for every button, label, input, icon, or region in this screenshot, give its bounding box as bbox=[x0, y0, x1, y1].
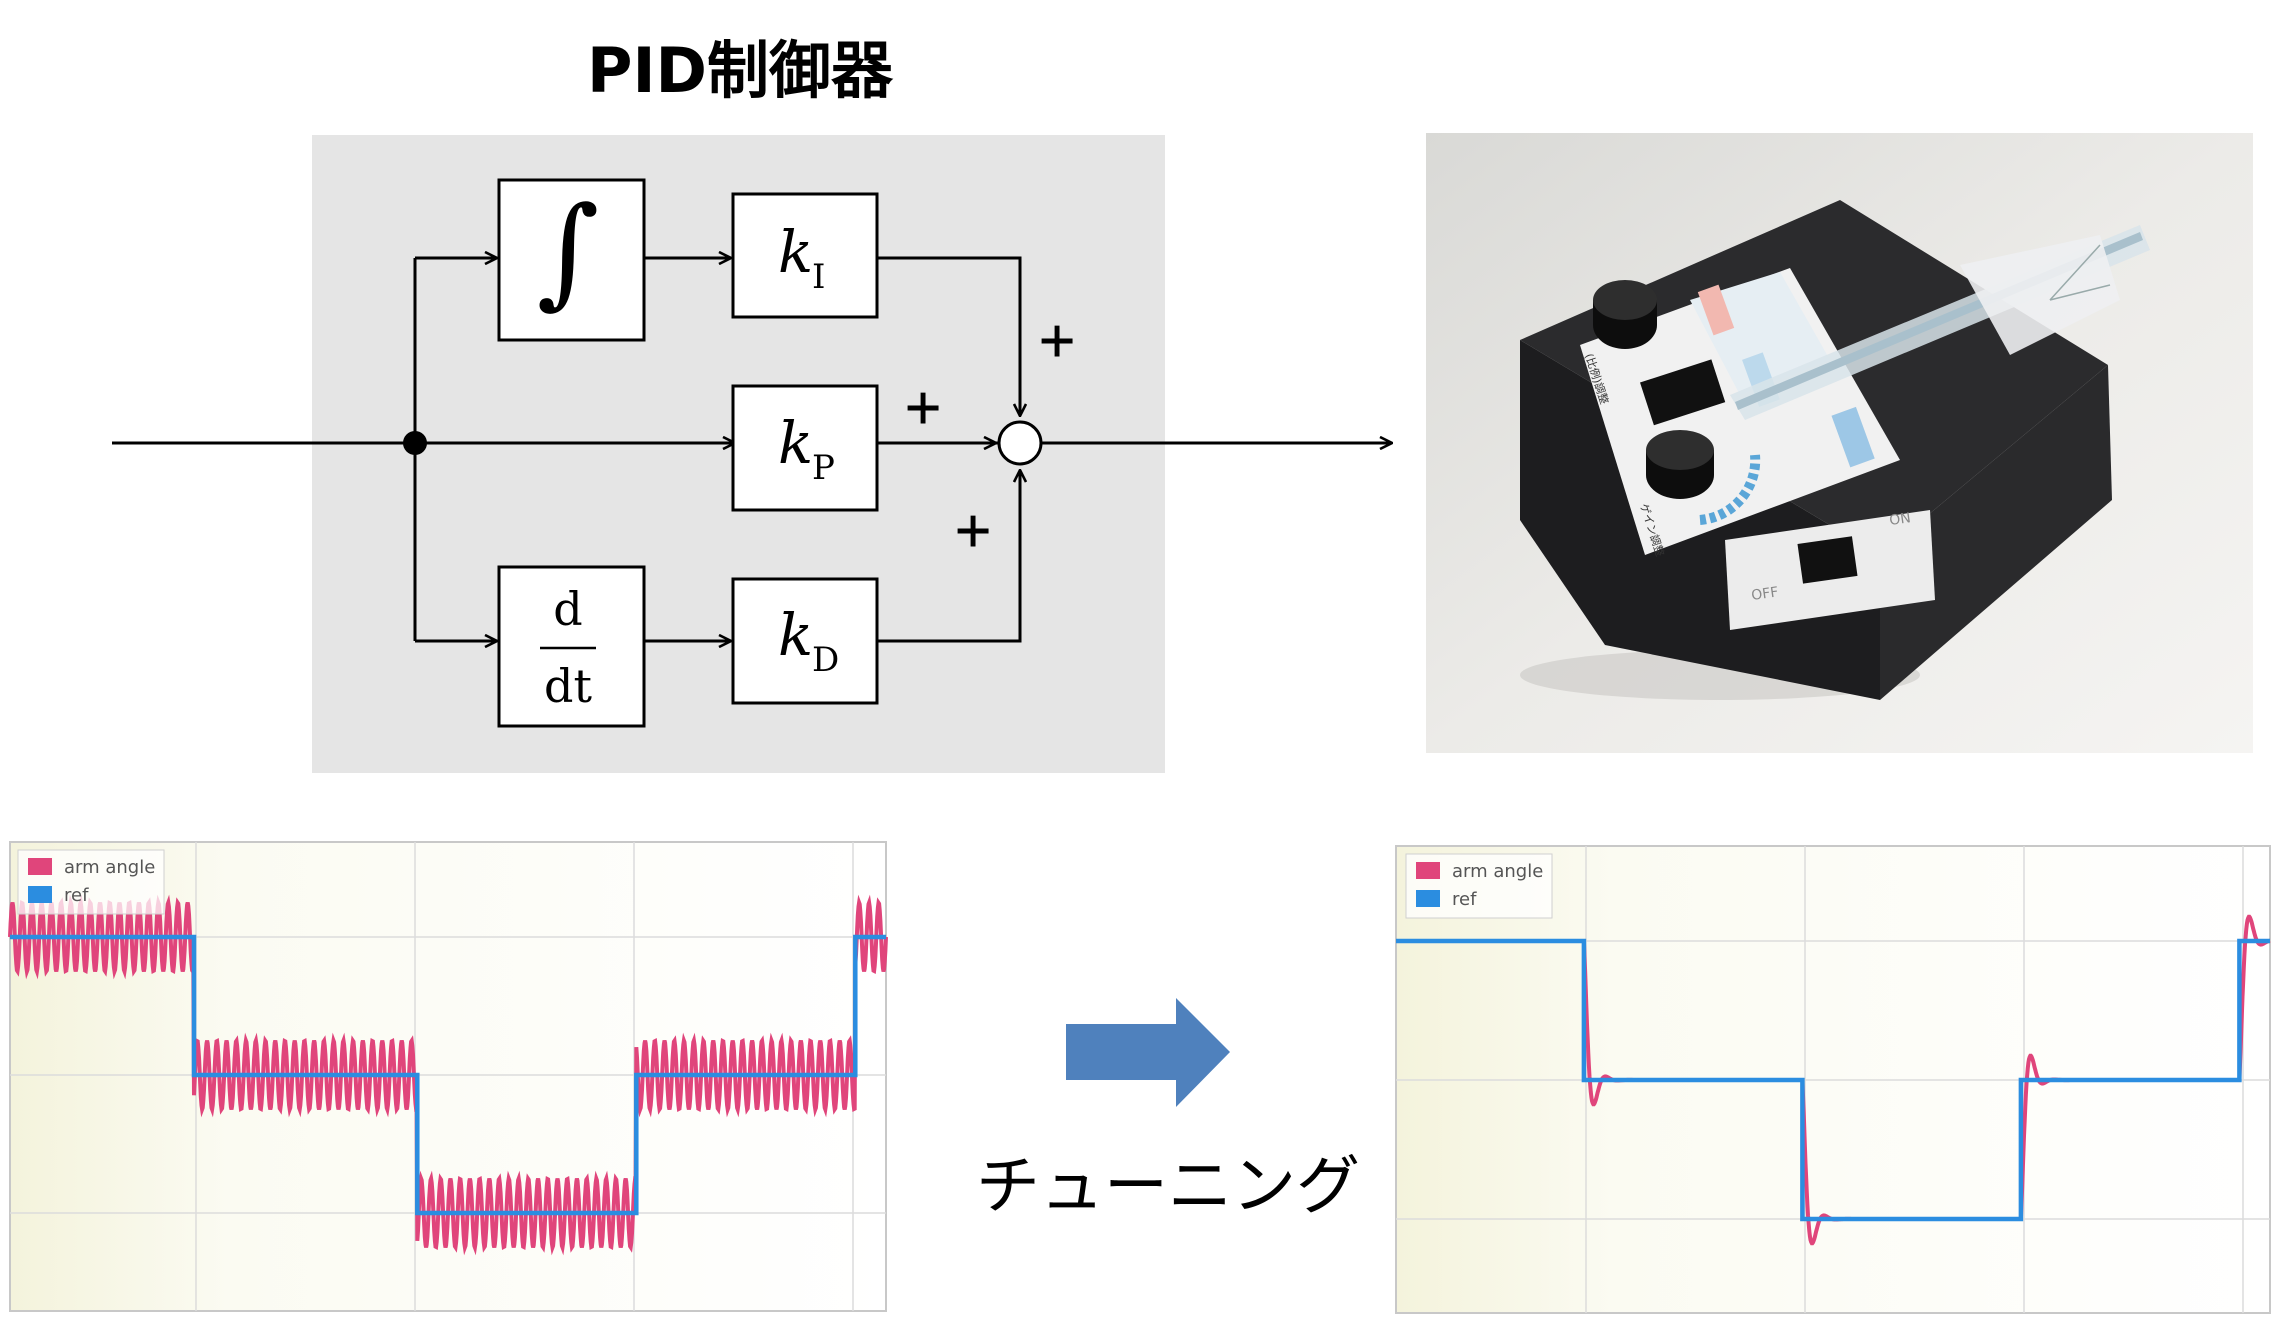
legend-arm-angle-swatch bbox=[1416, 862, 1440, 879]
pid-block-diagram: ∫ k I + k P + d dt k D + bbox=[112, 135, 1392, 773]
kd-label: k bbox=[778, 601, 813, 669]
tuning-label: チューニング bbox=[976, 1150, 1360, 1224]
sign-d: + bbox=[955, 495, 991, 565]
tuning-arrow bbox=[1066, 998, 1230, 1107]
sign-p: + bbox=[905, 372, 941, 442]
derivative-denominator: dt bbox=[544, 659, 592, 713]
chart-before: arm angle ref bbox=[8, 841, 888, 1312]
legend-ref-swatch bbox=[1416, 890, 1440, 907]
derivative-block bbox=[497, 565, 646, 728]
kd-subscript: D bbox=[812, 640, 839, 680]
integrator-block bbox=[497, 178, 646, 342]
page-title: PID制御器 bbox=[587, 34, 894, 107]
legend-ref: ref bbox=[1452, 889, 1477, 910]
kp-label: k bbox=[778, 409, 813, 477]
legend-arm-angle: arm angle bbox=[64, 857, 155, 878]
legend-arm-angle: arm angle bbox=[1452, 861, 1543, 882]
kp-subscript: P bbox=[812, 448, 835, 488]
kp-block bbox=[731, 384, 879, 512]
legend-arm-angle-swatch bbox=[28, 858, 52, 875]
legend-ref: ref bbox=[64, 885, 89, 906]
switch-on-label: ON bbox=[1888, 510, 1912, 529]
device-photo: OFF ON (比例)調整 ゲイン調整 bbox=[1426, 133, 2253, 753]
sign-i: + bbox=[1039, 305, 1075, 375]
chart-after-ref-line bbox=[1396, 938, 2270, 1222]
chart-after: arm angle ref bbox=[1395, 845, 2271, 1314]
ki-subscript: I bbox=[812, 257, 825, 297]
ki-label: k bbox=[778, 218, 813, 286]
summing-junction bbox=[997, 420, 1043, 466]
legend-ref-swatch bbox=[28, 886, 52, 903]
integral-symbol: ∫ bbox=[537, 182, 600, 321]
switch-off-label: OFF bbox=[1750, 584, 1779, 604]
chart-before-ref-line bbox=[10, 934, 886, 1216]
ki-block bbox=[731, 192, 879, 319]
derivative-numerator: d bbox=[553, 582, 582, 636]
